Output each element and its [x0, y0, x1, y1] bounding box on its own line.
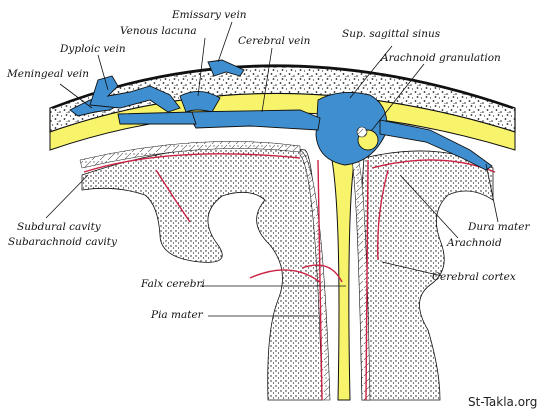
label-falx-cerebri: Falx cerebri — [140, 278, 205, 290]
label-pia-mater: Pia mater — [150, 309, 204, 321]
label-subdural-cavity: Subdural cavity — [17, 221, 102, 233]
label-meningeal-vein: Meningeal vein — [6, 68, 89, 80]
label-subarachnoid-cavity: Subarachnoid cavity — [8, 236, 118, 248]
arachnoid-granulation — [356, 126, 379, 151]
cerebral-vein-channel — [185, 109, 321, 131]
subarachnoid-band-right — [351, 154, 371, 401]
watermark: St-Takla.org — [468, 395, 537, 409]
emissary-vein — [207, 59, 245, 77]
diploic-vein-channel — [89, 75, 181, 113]
label-diploic-vein: Dyploic vein — [59, 43, 126, 55]
falx-cerebri — [329, 149, 357, 401]
label-cerebral-cortex: Cerebral cortex — [432, 271, 516, 283]
subarachnoid-band-left — [299, 149, 331, 401]
pia-mater-vessels — [83, 153, 496, 401]
label-venous-lacuna: Venous lacuna — [120, 25, 197, 37]
venous-network — [69, 59, 493, 171]
subarachnoid-band-top — [79, 141, 301, 169]
venous-lacuna — [179, 91, 221, 113]
leader-lines — [45, 21, 499, 317]
label-arachnoid: Arachnoid — [446, 237, 502, 249]
label-arachnoid-granulation: Arachnoid granulation — [380, 52, 501, 64]
label-dura-mater: Dura mater — [467, 221, 530, 233]
label-sup-sagittal-sinus: Sup. sagittal sinus — [342, 28, 441, 40]
label-cerebral-vein: Cerebral vein — [238, 35, 311, 47]
label-emissary-vein: Emissary vein — [171, 9, 247, 21]
sup-sagittal-sinus — [315, 91, 388, 166]
sinus-lateral-extension — [379, 119, 493, 171]
left-hemisphere — [81, 145, 323, 401]
